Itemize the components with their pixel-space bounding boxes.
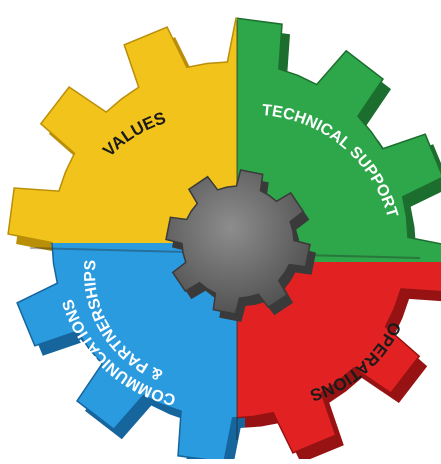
hub-gear-face xyxy=(165,169,311,315)
segment-values xyxy=(7,17,237,243)
segment-communications xyxy=(16,243,237,459)
hub-gear xyxy=(165,169,316,322)
segment-operations xyxy=(237,262,441,454)
